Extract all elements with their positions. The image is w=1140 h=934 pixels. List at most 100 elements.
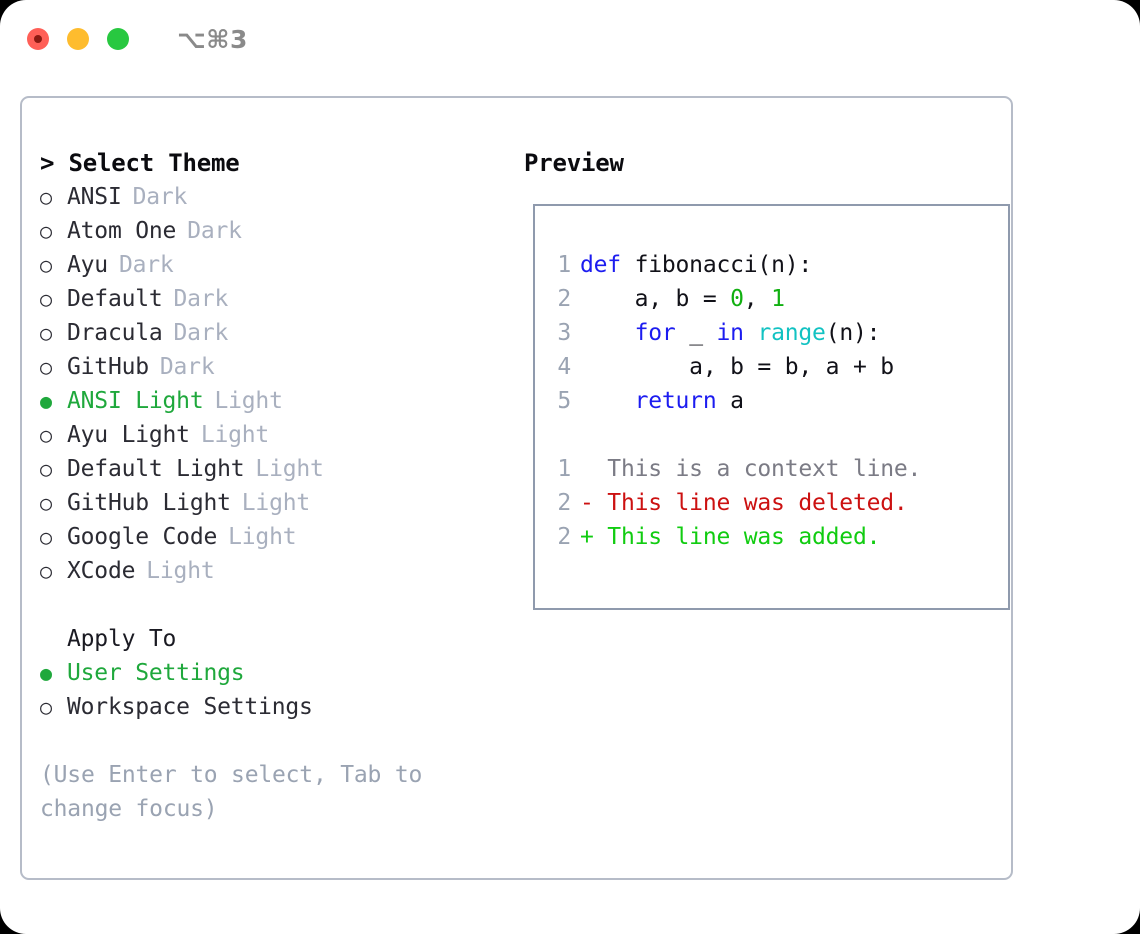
- close-button[interactable]: [27, 28, 49, 50]
- theme-option-label: Atom One: [67, 218, 177, 244]
- theme-option-variant: Light: [241, 490, 311, 516]
- radio-unselected-icon: ○: [40, 355, 52, 379]
- traffic-lights: [27, 28, 129, 50]
- code-token-txt: a: [716, 388, 744, 414]
- apply-to-option-label: User Settings: [67, 660, 245, 686]
- diff-line-0: 1 This is a context line.: [535, 452, 1008, 486]
- keyboard-hint-text: (Use Enter to select, Tab to change focu…: [40, 762, 423, 822]
- code-token-txt: a, b =: [580, 286, 731, 312]
- radio-unselected-icon: ○: [40, 695, 52, 719]
- theme-option-label: Default Light: [67, 456, 245, 482]
- theme-option-variant: Dark: [173, 320, 229, 346]
- theme-option-0[interactable]: ○ ANSI Dark: [40, 180, 502, 214]
- diff-text-add: + This line was added.: [580, 524, 881, 550]
- theme-option-label: Dracula: [67, 320, 163, 346]
- radio-selected-icon: ●: [40, 661, 52, 685]
- line-number: 4: [557, 354, 571, 380]
- theme-option-variant: Light: [200, 422, 270, 448]
- radio-unselected-icon: ○: [40, 321, 52, 345]
- code-token-kw: return: [634, 388, 717, 414]
- theme-option-9[interactable]: ○ GitHub Light Light: [40, 486, 502, 520]
- radio-unselected-icon: ○: [40, 253, 52, 277]
- theme-option-10[interactable]: ○ Google Code Light: [40, 520, 502, 554]
- theme-option-variant: Dark: [132, 184, 188, 210]
- radio-unselected-icon: ○: [40, 287, 52, 311]
- radio-unselected-icon: ○: [40, 423, 52, 447]
- diff-line-2: 2+ This line was added.: [535, 520, 1008, 554]
- code-token-txt: [580, 388, 635, 414]
- code-line-0: 1 def fibonacci(n):: [535, 248, 1008, 282]
- theme-option-variant: Dark: [187, 218, 242, 244]
- code-token-num: 1: [771, 286, 785, 312]
- radio-unselected-icon: ○: [40, 219, 52, 243]
- theme-option-label: Ayu: [67, 252, 108, 278]
- radio-unselected-icon: ○: [40, 491, 52, 515]
- theme-option-4[interactable]: ○ Dracula Dark: [40, 316, 502, 350]
- theme-option-1[interactable]: ○ Atom One Dark: [40, 214, 502, 248]
- keyboard-shortcut-label: ⌥⌘3: [177, 24, 248, 54]
- radio-selected-icon: ●: [40, 389, 52, 413]
- line-number: 2: [557, 490, 571, 516]
- code-token-txt: ,: [743, 286, 772, 312]
- apply-to-option-0[interactable]: ● User Settings: [40, 656, 502, 690]
- line-number: 2: [557, 286, 571, 312]
- code-line-3: 4 a, b = b, a + b: [535, 350, 1008, 384]
- code-line-2: 3 for _ in range(n):: [535, 316, 1008, 350]
- code-token-txt: _: [675, 320, 717, 346]
- code-token-txt: fibonacci(n):: [634, 252, 813, 278]
- radio-unselected-icon: ○: [40, 525, 52, 549]
- line-number: 5: [557, 388, 571, 414]
- code-token-txt: [744, 320, 758, 346]
- line-number: 3: [557, 320, 571, 346]
- spacer: [40, 588, 502, 622]
- theme-option-label: GitHub Light: [67, 490, 231, 516]
- theme-option-3[interactable]: ○ Default Dark: [40, 282, 502, 316]
- theme-option-label: ANSI: [67, 184, 122, 210]
- preview-box: 1 def fibonacci(n): 2 a, b = 0, 1 3 for _ i…: [533, 204, 1010, 610]
- code-token-txt: (n):: [825, 320, 881, 346]
- radio-unselected-icon: ○: [40, 185, 52, 209]
- code-token-num: 0: [730, 286, 744, 312]
- line-number: 1: [557, 252, 571, 278]
- theme-option-variant: Light: [146, 558, 215, 584]
- maximize-button[interactable]: [107, 28, 129, 50]
- minimize-button[interactable]: [67, 28, 89, 50]
- code-token-kw: for: [634, 320, 676, 346]
- code-token-txt: a, b = b, a + b: [580, 354, 894, 380]
- line-number: 1: [557, 456, 571, 482]
- theme-option-variant: Light: [228, 524, 297, 550]
- theme-option-variant: Light: [255, 456, 324, 482]
- code-token-kw: def: [580, 252, 635, 278]
- apply-to-list[interactable]: ● User Settings ○ Workspace Settings: [40, 656, 502, 724]
- title-bar: ⌥⌘3: [0, 0, 1140, 78]
- spacer: [535, 418, 1008, 452]
- diff-text-ctx: This is a context line.: [580, 456, 922, 482]
- diff-text-del: - This line was deleted.: [580, 490, 908, 516]
- theme-option-label: Google Code: [67, 524, 218, 550]
- code-line-4: 5 return a: [535, 384, 1008, 418]
- select-theme-heading: > Select Theme: [40, 149, 240, 177]
- theme-option-label: ANSI Light: [67, 388, 204, 414]
- theme-option-label: XCode: [67, 558, 136, 584]
- apply-to-option-1[interactable]: ○ Workspace Settings: [40, 690, 502, 724]
- theme-option-6[interactable]: ● ANSI Light Light: [40, 384, 502, 418]
- theme-option-variant: Dark: [173, 286, 229, 312]
- theme-option-label: Ayu Light: [67, 422, 190, 448]
- theme-option-label: Default: [67, 286, 163, 312]
- apply-to-option-label: Workspace Settings: [67, 694, 313, 720]
- theme-option-7[interactable]: ○ Ayu Light Light: [40, 418, 502, 452]
- diff-sample: 1 This is a context line. 2 - This line wa…: [535, 452, 1008, 554]
- diff-line-1: 2 - This line was deleted.: [535, 486, 1008, 520]
- theme-option-variant: Light: [214, 388, 283, 414]
- theme-option-label: GitHub: [67, 354, 149, 380]
- code-token-txt: [580, 320, 635, 346]
